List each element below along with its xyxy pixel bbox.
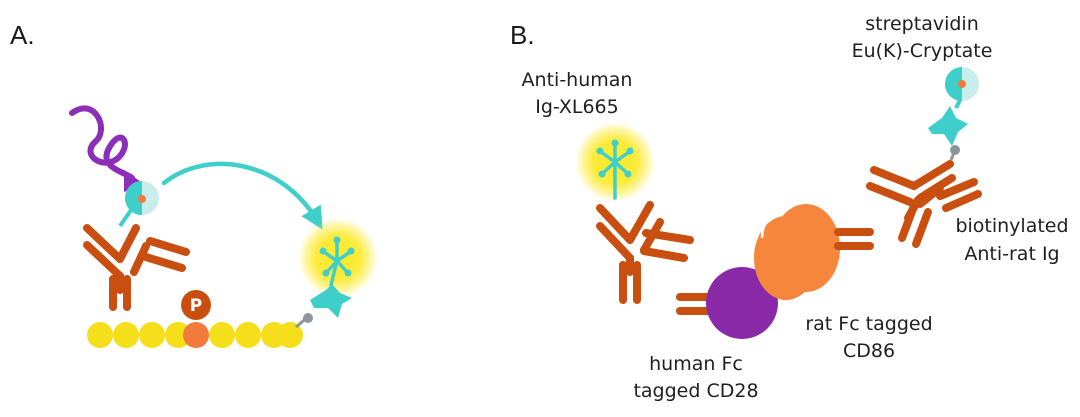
label-human-2: tagged CD28 xyxy=(633,380,758,402)
phosphorylated-residue xyxy=(183,322,209,348)
streptavidin-icon-b xyxy=(928,106,968,146)
acceptor-tips-icon xyxy=(319,236,355,277)
donor-cryptate-icon xyxy=(118,181,159,228)
antibody-icon xyxy=(83,224,190,311)
anti-human-antibody-icon xyxy=(596,201,694,304)
streptavidin-icon xyxy=(310,284,352,318)
label-anti-human-2: Ig-XL665 xyxy=(535,96,618,118)
label-strep-2: Eu(K)-Cryptate xyxy=(852,40,993,62)
cd28-protein xyxy=(706,267,778,339)
panel-a-letter: A. xyxy=(10,20,35,50)
label-rat-2: CD86 xyxy=(843,340,895,362)
cd86-protein xyxy=(754,204,840,300)
acceptor-tips-icon-b xyxy=(596,139,634,178)
biotin-dot-icon-b xyxy=(950,145,960,155)
fret-transfer-arrow-icon xyxy=(161,161,323,230)
acceptor-xl665-icon xyxy=(322,239,352,287)
label-biotin-2: Anti-rat Ig xyxy=(964,243,1059,265)
label-biotin-1: biotinylated xyxy=(955,215,1068,237)
excitation-wave-icon xyxy=(69,105,135,181)
anti-rat-antibody-icon xyxy=(866,160,982,248)
substrate-bead-chain xyxy=(87,322,303,348)
label-anti-human-1: Anti-human xyxy=(522,69,633,91)
donor-cryptate-icon-b xyxy=(945,67,979,101)
acceptor-xl665-icon-b xyxy=(599,143,631,200)
svg-text:P: P xyxy=(190,296,202,316)
panel-b-letter: B. xyxy=(510,20,535,50)
label-rat-1: rat Fc tagged xyxy=(805,313,932,335)
label-strep-1: streptavidin xyxy=(865,13,979,35)
biotin-dot-icon xyxy=(303,313,313,323)
excitation-arrowhead-icon xyxy=(124,170,144,192)
rat-fc-icon xyxy=(834,228,874,250)
label-human-1: human Fc xyxy=(649,353,743,375)
phospho-badge: P xyxy=(181,290,211,320)
